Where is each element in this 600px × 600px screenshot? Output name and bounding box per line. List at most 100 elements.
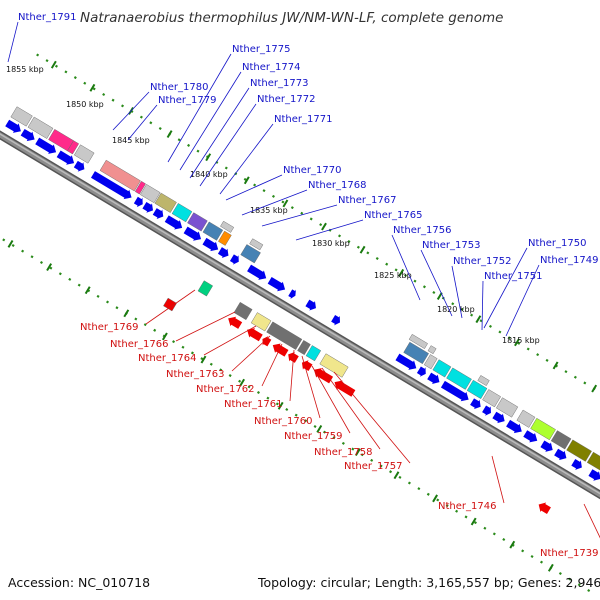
lower-tick-dot [323,430,327,434]
forward-cds-arrow [440,380,469,402]
lower-tick-dot [492,532,496,536]
forward-gene-label: Nther_1775 [232,44,290,55]
cog-block [187,212,208,232]
forward-cds-arrow [267,277,286,292]
upper-tick-dot [564,370,568,374]
forward-gene-label: Nther_1749 [540,255,598,266]
forward-cds-arrow [20,128,35,142]
forward-cds-arrow [202,237,219,252]
cog-block [408,333,428,349]
forward-cds-arrow [247,264,267,280]
lower-tick-dot [30,255,34,259]
upper-tick-dot [54,64,58,68]
forward-cds-arrow [588,469,600,481]
reverse-gene-leader [583,503,600,539]
lower-tick-dot [49,266,53,270]
upper-tick-dot [139,115,143,119]
cog-block [99,159,141,192]
upper-tick-dot [545,358,549,362]
major-tick [46,263,53,271]
reverse-cds-arrow [313,368,334,384]
major-tick [321,222,327,231]
cog-block [319,353,349,378]
cog-block [10,106,33,127]
forward-gene-label: Nther_1768 [308,180,366,191]
upper-tick-dot [394,268,398,272]
reverse-cds-arrow [538,502,551,514]
forward-cds-arrow [492,411,505,424]
cog-block [446,367,472,390]
cog-block [154,192,177,213]
cog-block [240,244,261,264]
upper-tick-dot [36,53,40,57]
major-tick [475,315,482,324]
cog-block [249,238,264,251]
forward-gene-label: Nther_1770 [283,165,341,176]
reverse-gene-label: Nther_1757 [344,461,402,472]
major-tick [591,384,598,393]
forward-gene-leader [189,87,250,179]
forward-gene-leader [199,103,257,187]
upper-tick-dot [488,324,492,328]
cog-block [171,203,193,223]
scale-label: 1815 kbp [502,336,540,345]
cog-block [495,397,519,418]
lower-tick-dot [530,555,534,559]
lower-tick-dot [502,538,506,542]
forward-cds-arrow [482,405,491,416]
upper-tick-dot [517,341,521,345]
forward-gene-leader [179,71,242,171]
upper-tick-dot [121,104,125,108]
upper-tick-dot [187,143,191,147]
upper-tick-dot [526,347,530,351]
upper-tick-dot [507,336,511,340]
forward-gene-leader [505,264,540,337]
scale-label: 1835 kbp [250,206,288,215]
major-tick [282,199,289,208]
major-tick [393,471,400,480]
lower-tick-dot [426,492,430,496]
forward-cds-arrow [470,398,481,410]
forward-cds-arrow [288,289,296,300]
lower-tick-dot [153,328,157,332]
lower-tick-dot [143,323,147,327]
lower-tick-dot [58,272,62,276]
reverse-gene-label: Nther_1758 [314,447,372,458]
scale-label: 1820 kbp [437,305,475,314]
forward-cds-arrow [229,254,239,265]
lower-tick-dot [360,453,364,457]
cog-block [403,341,429,365]
upper-tick-dot [281,200,285,204]
forward-gene-leader [481,280,484,331]
upper-tick-dot [573,375,577,379]
forward-cds-arrow [305,299,316,311]
lower-tick-dot [304,419,308,423]
major-tick [7,239,14,248]
forward-gene-leader [451,265,463,319]
cog-block [297,340,311,355]
major-tick [547,563,554,572]
reverse-gene-leader [491,455,505,504]
cog-block [466,379,488,399]
lower-tick-dot [521,549,525,553]
forward-gene-label: Nther_1765 [364,210,422,221]
major-tick [243,176,250,185]
upper-tick-dot [319,223,323,227]
backbone-edge [0,130,600,500]
lower-tick-dot [172,340,176,344]
lower-tick-dot [464,515,468,519]
reverse-gene-leader [333,371,411,464]
lower-tick-dot [275,402,279,406]
lower-tick-dot [115,306,119,310]
reverse-gene-leader [321,367,381,450]
lower-tick-dot [219,368,223,372]
lower-tick-dot [313,424,317,428]
lower-tick-dot [209,362,213,366]
lower-tick-dot [77,283,81,287]
forward-gene-label: Nther_1772 [257,94,315,105]
accession-text: Accession: NC_010718 [8,575,151,590]
cog-block [482,389,501,408]
cog-block [530,417,556,441]
lower-tick-dot [436,498,440,502]
forward-gene-leader [127,104,158,141]
